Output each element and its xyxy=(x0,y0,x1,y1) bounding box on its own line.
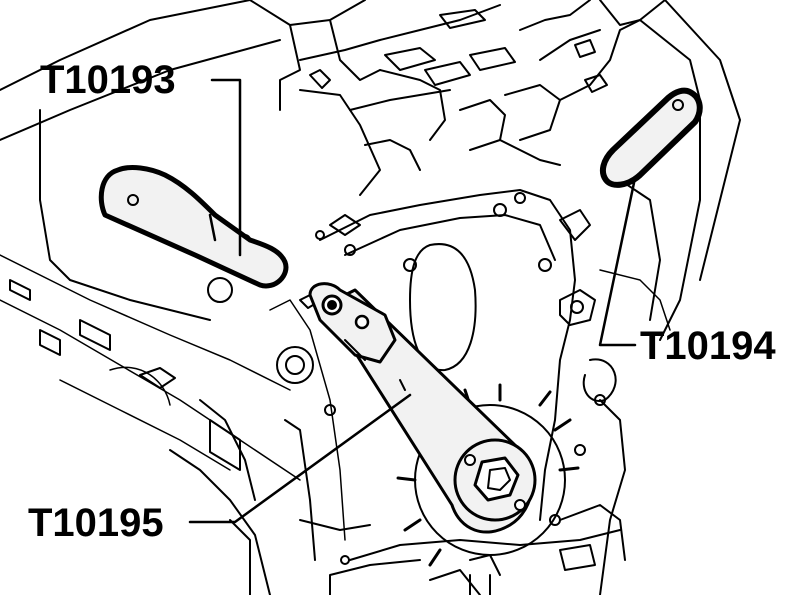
tool-t10194-shape xyxy=(599,87,703,188)
label-t10193: T10193 xyxy=(40,58,176,102)
leader-t10195 xyxy=(188,393,412,524)
leader-t10194 xyxy=(598,176,637,347)
engine-block xyxy=(0,0,741,595)
label-t10195: T10195 xyxy=(28,501,164,545)
tool-t10193-shape xyxy=(98,165,289,289)
leader-lines xyxy=(188,78,637,524)
leader-t10193 xyxy=(210,78,242,257)
label-t10194: T10194 xyxy=(640,324,776,368)
tool-t10195-shape xyxy=(308,282,537,534)
